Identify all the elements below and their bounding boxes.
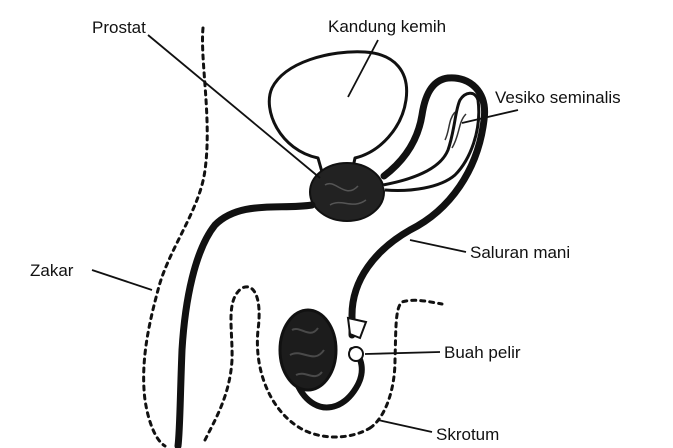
label-buah-pelir: Buah pelir <box>444 343 521 362</box>
testis <box>280 310 336 390</box>
skrotum-leader <box>378 420 432 432</box>
label-kandung-kemih: Kandung kemih <box>328 17 446 36</box>
label-vesiko-seminalis: Vesiko seminalis <box>495 88 621 107</box>
buah-pelir-leader <box>365 352 440 354</box>
epididymis-tip <box>348 318 366 338</box>
prostate-gland <box>310 163 384 221</box>
label-zakar: Zakar <box>30 261 74 280</box>
saluran-mani-leader <box>410 240 466 252</box>
label-saluran-mani: Saluran mani <box>470 243 570 262</box>
body-outline-dotted <box>144 28 208 446</box>
zakar-leader <box>92 270 152 290</box>
scrotum-outline-dotted <box>370 300 442 428</box>
label-skrotum: Skrotum <box>436 425 499 444</box>
epididymis-node <box>349 347 363 361</box>
label-prostat: Prostat <box>92 18 146 37</box>
